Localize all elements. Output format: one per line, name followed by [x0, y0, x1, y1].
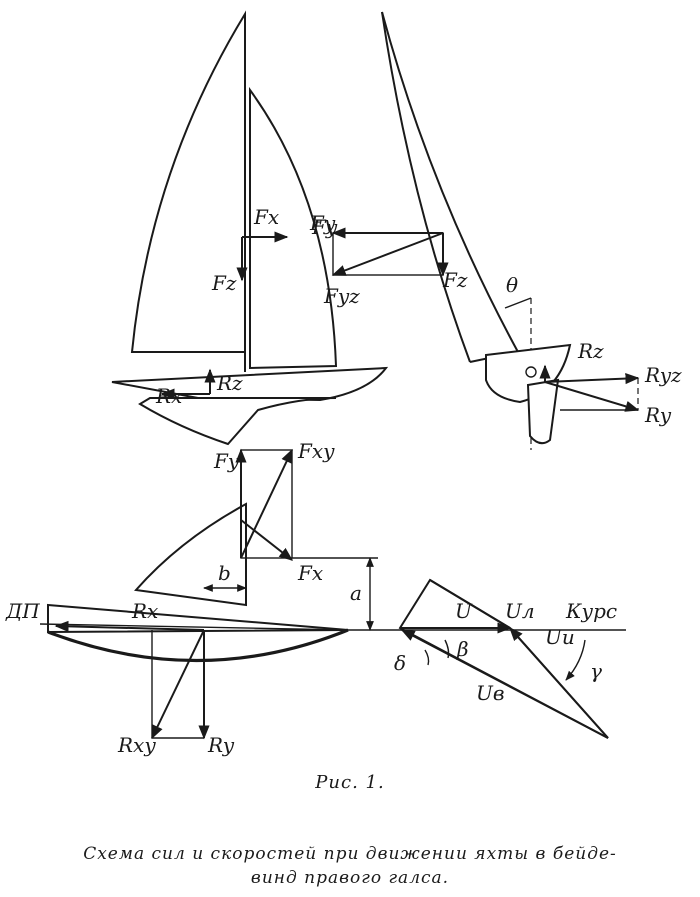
- ry-plan-label: Ry: [207, 733, 235, 757]
- sail-plan: [134, 502, 247, 607]
- fz-label: Fz: [211, 271, 237, 295]
- front-view: Fy Fz θ Rz Ryz Ry: [311, 11, 682, 450]
- rz-label: Rz: [216, 371, 243, 395]
- fz-right-label: Fz: [442, 268, 468, 292]
- hull-front: [485, 343, 572, 404]
- side-view: Fx Fz Fy Fyz Rx Rz: [111, 10, 389, 446]
- fx-plan-label: Fx: [297, 561, 323, 585]
- ui-arrow: [509, 626, 609, 739]
- fxy-label: Fxy: [297, 439, 335, 463]
- fyz-label: Fyz: [323, 284, 360, 308]
- keel-front: [526, 378, 560, 445]
- fy-right-label: Fy: [311, 215, 338, 239]
- gamma-arc: [565, 639, 586, 681]
- rx-label: Rx: [155, 384, 182, 408]
- dp-line: [39, 623, 349, 631]
- b-label: b: [218, 561, 231, 585]
- figure-caption: Рис. 1.: [315, 772, 385, 793]
- hull-plan-bottom: [47, 628, 349, 663]
- rz-right-label: Rz: [577, 339, 604, 363]
- delta-arc: [424, 649, 430, 666]
- kurs-label: Курс: [565, 599, 617, 623]
- u-label: U: [455, 599, 473, 623]
- fyz-front-arrow: [331, 232, 444, 276]
- theta-label: θ: [506, 273, 518, 297]
- ry-right-label: Ry: [644, 403, 672, 427]
- rx-plan-arrow: [54, 620, 205, 632]
- fy-plan-label: Fy: [213, 449, 240, 473]
- fx-plan-arrow: [240, 519, 294, 561]
- ui-label: Uи: [545, 625, 575, 649]
- sail-front: [381, 11, 519, 353]
- mainsail: [130, 10, 246, 353]
- description-line-2: винд правого галса.: [250, 868, 450, 888]
- ryz-label: Ryz: [644, 363, 682, 387]
- sail-front-leech: [381, 11, 471, 363]
- a-label: a: [350, 581, 362, 605]
- keel-side: [138, 397, 337, 446]
- description-line-1: Схема сил и скоростей при движении яхты …: [83, 844, 617, 864]
- rxy-plan-arrow: [151, 629, 205, 740]
- ry-front-arrow: [544, 381, 640, 412]
- hull-center: [525, 366, 537, 378]
- jib: [249, 86, 338, 370]
- beta-label: β: [456, 637, 469, 661]
- rxy-label: Rxy: [117, 733, 156, 757]
- gamma-label: γ: [590, 659, 602, 683]
- theta-ref: [504, 297, 532, 309]
- dp-label: ДП: [5, 599, 40, 623]
- uv-label: Uв: [476, 681, 505, 705]
- beta-arc: [444, 639, 450, 659]
- ryz-dashed: [544, 377, 639, 383]
- plan-view: Fy Fxy Fx b a ДП Rx Rxy Ry U Uл Курс Uи …: [5, 439, 626, 757]
- fx-label: Fx: [253, 205, 279, 229]
- fxy-plan-arrow: [240, 448, 293, 559]
- rx-plan-label: Rx: [131, 599, 158, 623]
- figure-description: Схема сил и скоростей при движении яхты …: [20, 842, 680, 890]
- hull-side: [111, 366, 389, 402]
- uv-arrow: [400, 629, 609, 739]
- ul-label: Uл: [505, 599, 535, 623]
- ul-arrow: [429, 579, 511, 629]
- delta-label: δ: [394, 651, 406, 675]
- fy-label: Fy: [309, 211, 336, 235]
